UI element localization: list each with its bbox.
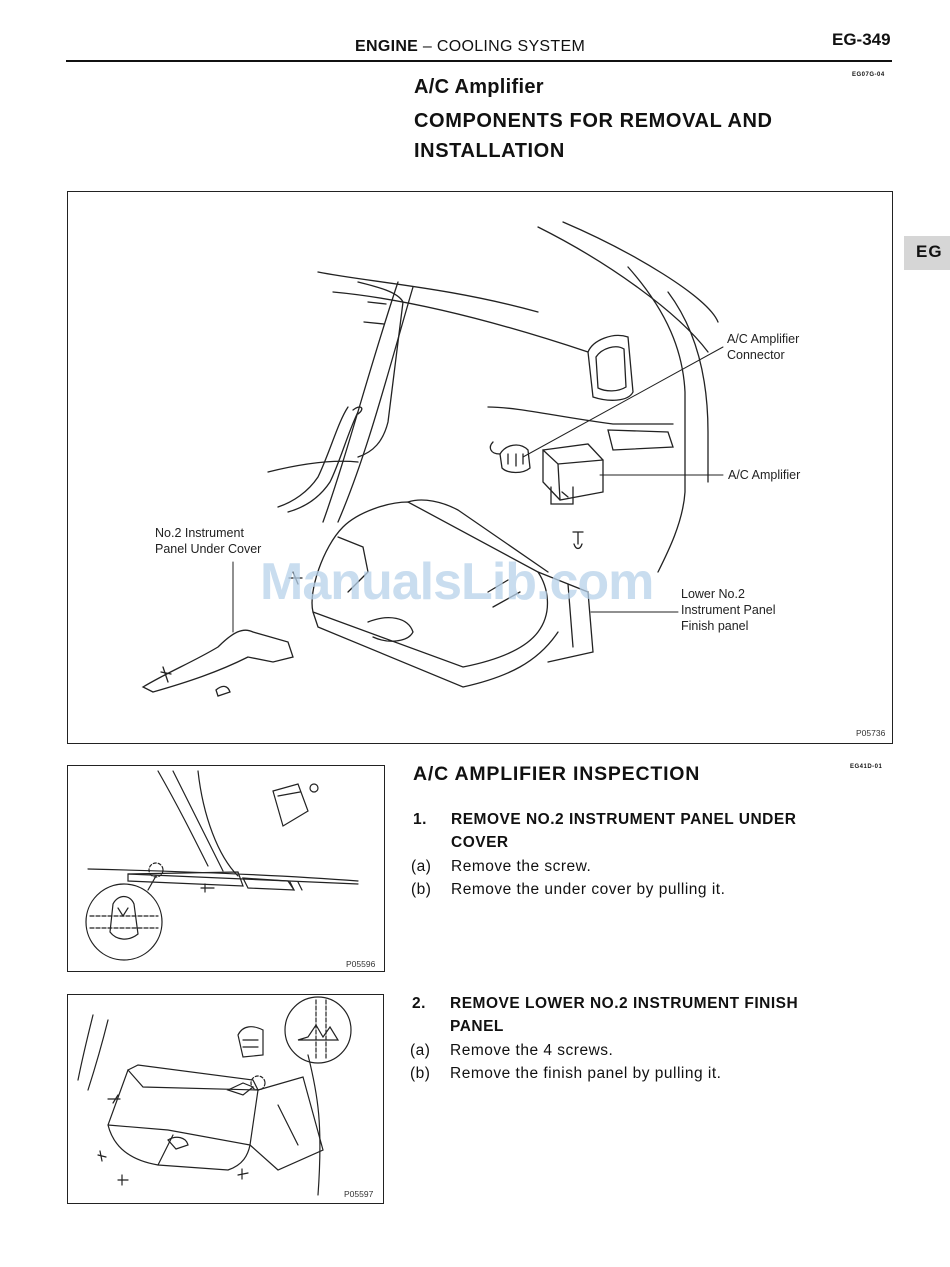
step-1b-letter: (b) (411, 881, 432, 898)
section-header: ENGINE – COOLING SYSTEM (355, 38, 585, 56)
under-cover-illustration (85, 770, 359, 961)
step-1a-letter: (a) (411, 858, 432, 875)
watermark: ManualsLib.com (260, 553, 654, 611)
finish-panel-illustration (77, 996, 352, 1196)
figure-number-step-1: P05596 (346, 959, 376, 969)
section-header-cooling: COOLING SYSTEM (436, 38, 586, 55)
step-1a-text: Remove the screw. (451, 858, 592, 875)
label-ac-amplifier: A/C Amplifier (728, 468, 801, 482)
label-under-cover: No.2 Instrument Panel Under Cover (155, 526, 262, 556)
header-rule (66, 60, 892, 62)
page-number: EG-349 (832, 30, 891, 49)
label-ac-amplifier-connector: A/C Amplifier Connector (727, 332, 800, 362)
step-2a-text: Remove the 4 screws. (450, 1042, 614, 1059)
step-2-title: REMOVE LOWER NO.2 INSTRUMENT FINISH PANE… (450, 995, 799, 1035)
step-1-title: REMOVE NO.2 INSTRUMENT PANEL UNDER COVER (451, 811, 797, 851)
page-subtitle: COMPONENTS FOR REMOVAL AND INSTALLATION (414, 110, 773, 162)
page-title: A/C Amplifier (414, 76, 544, 98)
step-2a-letter: (a) (410, 1042, 431, 1059)
reference-code-inspection: EG41D-01 (850, 764, 883, 770)
step-2-number: 2. (412, 995, 426, 1012)
figure-step-2: P05597 (67, 994, 384, 1204)
figure-step-1: P05596 (67, 765, 385, 972)
step-1b-text: Remove the under cover by pulling it. (451, 881, 726, 898)
inspection-heading: A/C AMPLIFIER INSPECTION (413, 763, 701, 785)
components-illustration (141, 221, 724, 697)
section-tab: EG (904, 236, 950, 270)
section-tab-label: EG (916, 242, 943, 261)
reference-code-top: EG07G-04 (852, 72, 885, 78)
step-1-number: 1. (413, 811, 427, 828)
section-header-dash: – (418, 38, 437, 55)
components-figure: A/C Amplifier Connector A/C Amplifier No… (67, 191, 893, 744)
step-2b-text: Remove the finish panel by pulling it. (450, 1065, 722, 1082)
figure-number-main: P05736 (856, 728, 886, 738)
step-2b-letter: (b) (410, 1065, 431, 1082)
figure-number-step-2: P05597 (344, 1189, 374, 1199)
label-finish-panel: Lower No.2 Instrument Panel Finish panel (681, 587, 776, 633)
section-header-engine: ENGINE (355, 38, 419, 55)
